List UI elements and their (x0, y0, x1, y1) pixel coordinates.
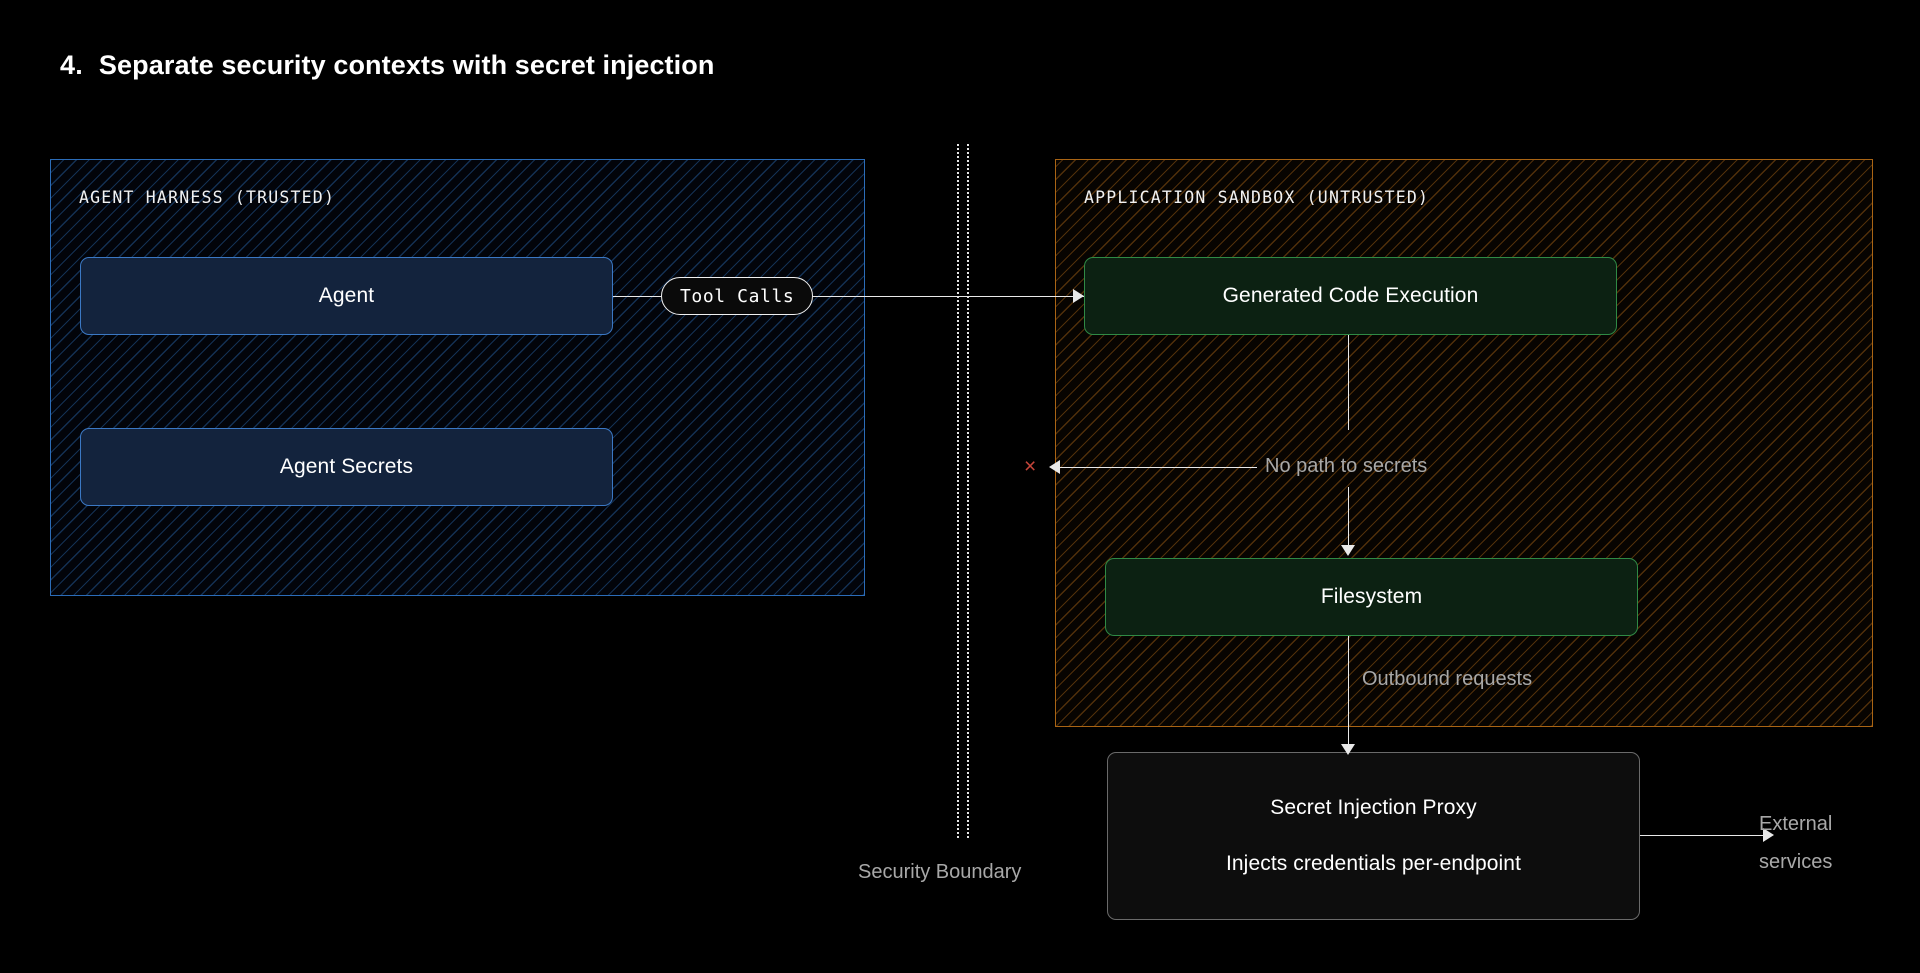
node-agent-secrets-label: Agent Secrets (279, 455, 414, 478)
zone-application-sandbox-untrusted: APPLICATION SANDBOX (UNTRUSTED) (1055, 159, 1873, 727)
node-agent-secrets[interactable]: Agent Secrets (80, 428, 613, 506)
security-boundary-label: Security Boundary (858, 861, 1022, 883)
edge-down-to-filesystem (1348, 487, 1349, 545)
arrow-head-filesystem (1341, 545, 1355, 556)
security-boundary-line-right (967, 144, 969, 838)
zone-agent-harness-trusted: AGENT HARNESS (TRUSTED) (50, 159, 865, 596)
arrow-head-tool-calls (1073, 289, 1084, 303)
edge-label-external-services: External services (1759, 813, 1833, 873)
edge-no-path-to-secrets (1060, 467, 1257, 468)
edge-filesystem-to-proxy (1348, 636, 1349, 744)
zone-label-untrusted: APPLICATION SANDBOX (UNTRUSTED) (1084, 188, 1430, 207)
edge-code-execution-down (1348, 335, 1349, 430)
security-boundary-line-left (957, 144, 959, 838)
node-filesystem[interactable]: Filesystem (1105, 558, 1638, 636)
node-secret-injection-proxy-subtitle: Injects credentials per-endpoint (1225, 852, 1522, 875)
node-generated-code-execution[interactable]: Generated Code Execution (1084, 257, 1617, 335)
edge-label-no-path-to-secrets: No path to secrets (1265, 455, 1428, 477)
edge-proxy-to-external-services (1640, 835, 1763, 836)
node-agent-label: Agent (318, 284, 375, 307)
node-secret-injection-proxy[interactable]: Secret Injection Proxy Injects credentia… (1107, 752, 1640, 920)
arrow-head-external-services (1763, 828, 1774, 842)
page-title-number: 4. (60, 50, 83, 80)
edge-label-outbound-requests: Outbound requests (1362, 668, 1533, 690)
blocked-x-icon: × (1024, 455, 1037, 478)
edge-agent-to-tool-calls (613, 296, 661, 297)
page-title-text: Separate security contexts with secret i… (98, 50, 715, 80)
node-generated-code-execution-label: Generated Code Execution (1222, 284, 1479, 307)
arrow-head-no-path-to-secrets (1049, 460, 1060, 474)
node-agent[interactable]: Agent (80, 257, 613, 335)
zone-label-trusted: AGENT HARNESS (TRUSTED) (79, 188, 336, 207)
arrow-head-secret-injection-proxy (1341, 744, 1355, 755)
edge-label-tool-calls: Tool Calls (661, 277, 814, 315)
page-title: 4. Separate security contexts with secre… (60, 50, 714, 81)
node-secret-injection-proxy-title: Secret Injection Proxy (1270, 796, 1477, 819)
node-filesystem-label: Filesystem (1320, 585, 1423, 608)
edge-tool-calls-to-sandbox (812, 296, 1072, 297)
